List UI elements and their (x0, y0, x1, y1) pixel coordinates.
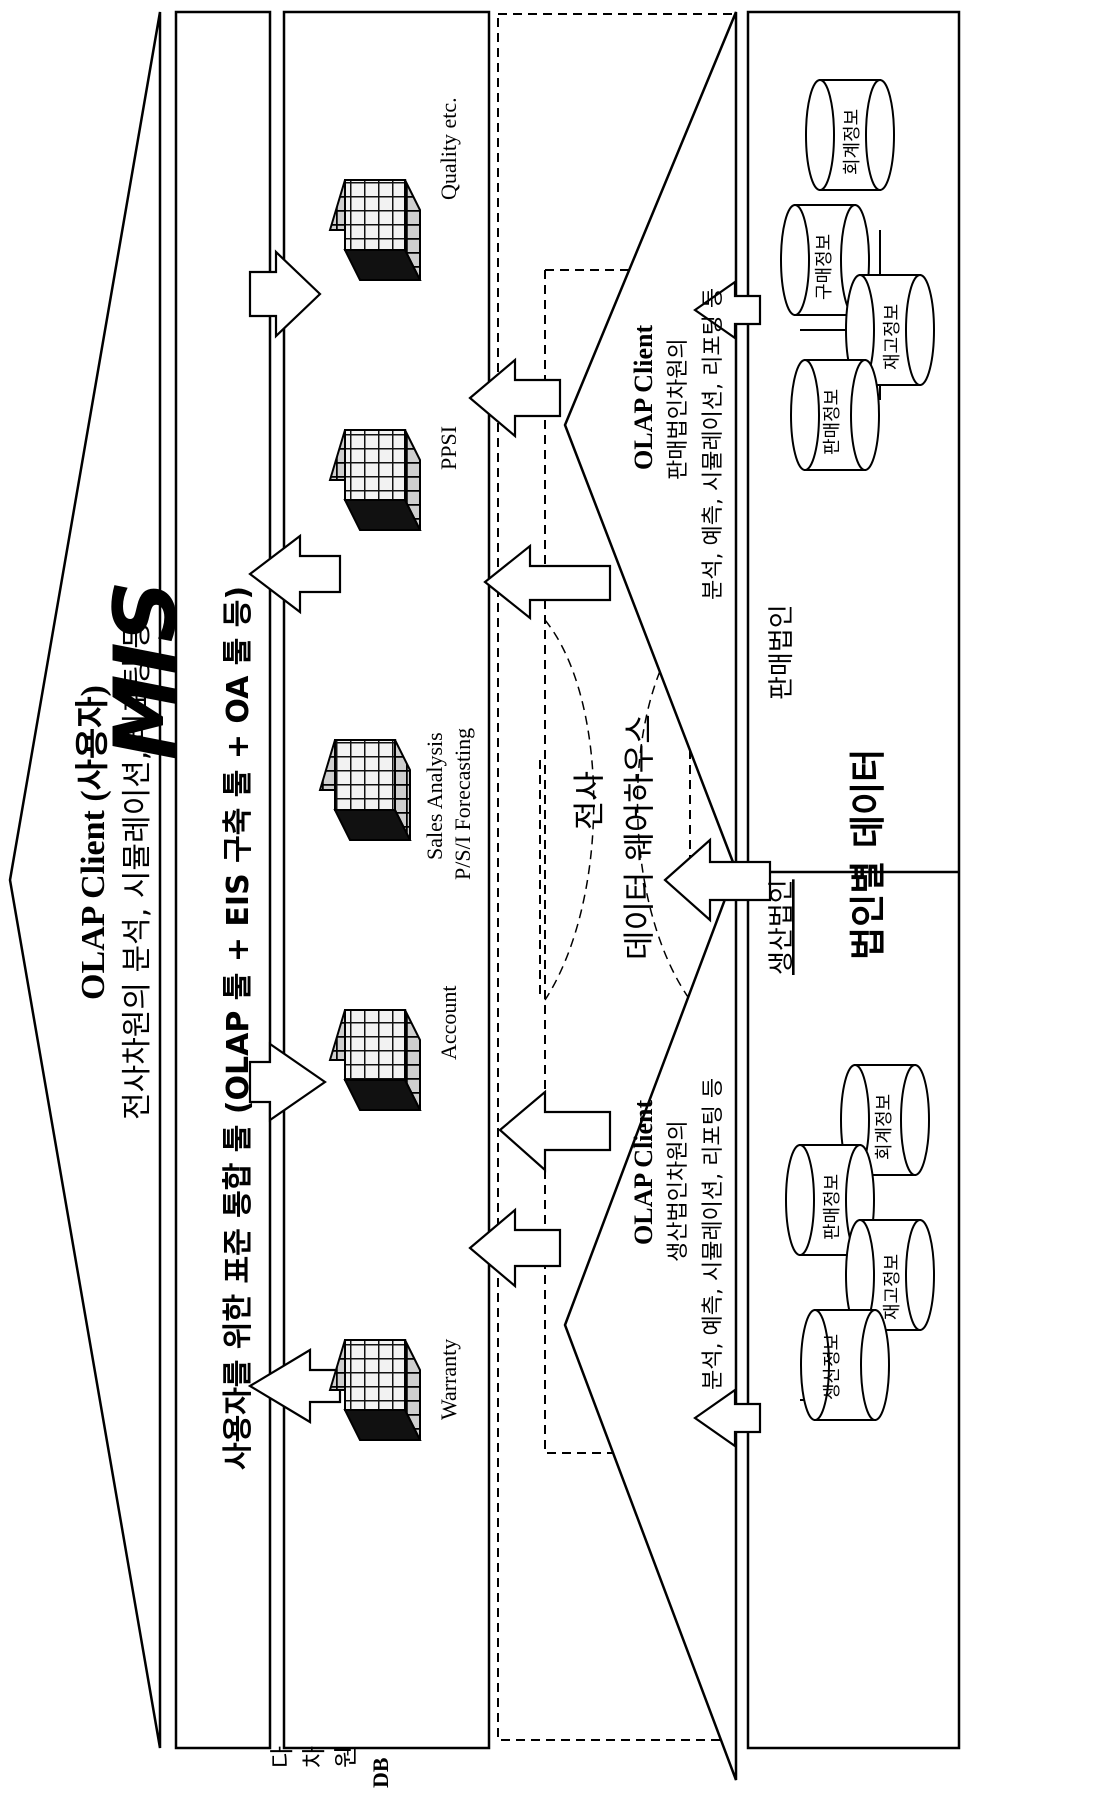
right-client-line1: 판매법인차원의 (666, 338, 691, 480)
right-client-line2: 분석, 예측, 시뮬레이션, 리포팅 등 (701, 288, 726, 600)
prod-db-3: 회계정보 (874, 1094, 895, 1160)
sales-db-2: 구매정보 (814, 234, 835, 300)
prod-db-1: 재고정보 (882, 1254, 903, 1320)
cube-quality (330, 180, 420, 280)
arrow-account-down (250, 1044, 325, 1120)
cube-label-warranty: Warranty (436, 1339, 461, 1420)
top-client-title: OLAP Client (사용자) (74, 685, 112, 1000)
prod-db-2: 판매정보 (822, 1174, 843, 1240)
cube-label-account: Account (436, 985, 461, 1060)
multidim-label-1: 차 (300, 1746, 328, 1768)
top-client-desc: 전사차원의 분석, 시뮬레이션, 리포팅 등 (120, 621, 155, 1120)
cube-label-psi-forecasting: P/S/I Forecasting (450, 728, 475, 880)
cube-label-quality: Quality etc. (436, 97, 461, 200)
warehouse-line1: 전사 (570, 771, 608, 830)
corp-data-label: 법인별 데이터 (848, 749, 889, 960)
arrow-warranty-up (250, 1350, 340, 1422)
integration-line: 사용자를 위한 표준 통합 툴 (OLAP 툴 + EIS 구축 툴 + OA … (221, 586, 256, 1470)
cube-sales-analysis (320, 740, 410, 840)
multidim-label-3: DB (368, 1757, 393, 1788)
multidim-label-2: 원 (332, 1746, 360, 1768)
left-client-line2: 분석, 예측, 시뮬레이션, 리포팅 등 (701, 1078, 726, 1390)
left-client-line1: 생산법인차원의 (666, 1120, 691, 1262)
cube-label-ppsi: PPSI (436, 426, 461, 470)
arrow-quality-down (250, 252, 320, 336)
prod-db-group (786, 1065, 934, 1420)
warehouse-line2: 데이터 웨어하우스 (620, 714, 658, 960)
multidim-label-0: 다 (268, 1746, 296, 1768)
left-client-title: OLAP Client (629, 1099, 658, 1245)
prod-db-0: 생산정보 (822, 1334, 843, 1400)
cube-account (330, 1010, 420, 1110)
right-client-title: OLAP Client (629, 324, 658, 470)
sales-db-3: 회계정보 (842, 109, 863, 175)
cube-label-sales-analysis: Sales Analysis (422, 732, 447, 860)
sales-db-0: 판매정보 (822, 389, 843, 455)
arrow-ppsi-up (250, 536, 340, 612)
cube-ppsi (330, 430, 420, 530)
cube-warranty (330, 1340, 420, 1440)
sales-corp-label: 판매법인 (767, 604, 797, 700)
prod-corp-label: 생산법인 (767, 879, 797, 975)
sales-db-1: 재고정보 (882, 304, 903, 370)
